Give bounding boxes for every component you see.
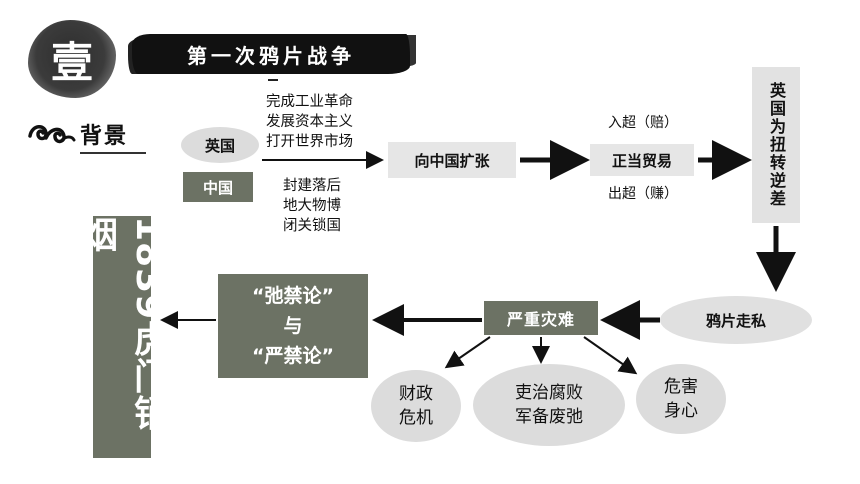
chapter-number: 壹 bbox=[50, 37, 93, 87]
britain-conditions: 完成工业革命 发展资本主义 打开世界市场 bbox=[266, 92, 353, 152]
harm-line: 身心 bbox=[664, 401, 698, 421]
node-corruption: 吏治腐败 军备废弛 bbox=[473, 364, 625, 446]
debate-line: “弛禁论” bbox=[252, 285, 334, 307]
britain-line: 完成工业革命 bbox=[266, 94, 353, 110]
reverse-deficit-text: 英国为扭转逆差 bbox=[767, 82, 786, 208]
section-underline bbox=[80, 152, 146, 154]
corruption-line: 军备废弛 bbox=[515, 407, 583, 427]
finance-line: 危机 bbox=[399, 408, 433, 428]
humen-text: 1839虎门销烟 bbox=[76, 216, 169, 432]
title-mark bbox=[268, 79, 278, 81]
china-line: 地大物博 bbox=[283, 198, 341, 214]
node-opium-smuggling: 鸦片走私 bbox=[660, 296, 812, 344]
title-banner bbox=[132, 34, 410, 74]
britain-line: 打开世界市场 bbox=[266, 134, 353, 150]
node-health-harm: 危害 身心 bbox=[636, 364, 726, 434]
harm-line: 危害 bbox=[664, 377, 698, 397]
node-britain: 英国 bbox=[181, 127, 259, 163]
chapter-badge bbox=[28, 20, 116, 98]
node-expand-to-china: 向中国扩张 bbox=[388, 142, 516, 178]
finance-line: 财政 bbox=[399, 384, 433, 404]
section-label: 背景 bbox=[80, 123, 129, 149]
node-reverse-deficit: 英国为扭转逆差 bbox=[752, 67, 800, 223]
node-financial-crisis: 财政 危机 bbox=[371, 370, 461, 442]
arrow-to-harm bbox=[583, 336, 638, 375]
china-line: 闭关锁国 bbox=[283, 218, 341, 234]
node-humen-opium-destruction: 1839虎门销烟 bbox=[76, 216, 169, 458]
debate-line: 与 bbox=[283, 315, 303, 337]
node-china: 中国 bbox=[183, 172, 253, 202]
trade-import-label: 入超（赔） bbox=[608, 115, 678, 131]
trade-export-label: 出超（赚） bbox=[608, 186, 678, 202]
corruption-line: 吏治腐败 bbox=[515, 383, 583, 403]
page-title: 第一次鸦片战争 bbox=[187, 43, 355, 68]
arrow-to-finance bbox=[444, 336, 491, 369]
node-debate: “弛禁论” 与 “严禁论” bbox=[218, 274, 368, 378]
britain-line: 发展资本主义 bbox=[266, 114, 353, 130]
debate-line: “严禁论” bbox=[252, 345, 334, 367]
node-legit-trade: 正当贸易 bbox=[590, 144, 694, 176]
china-conditions: 封建落后 地大物博 闭关锁国 bbox=[283, 176, 341, 236]
node-severe-disaster: 严重灾难 bbox=[484, 301, 598, 335]
swirl-cloud-icon bbox=[28, 125, 76, 144]
china-line: 封建落后 bbox=[283, 178, 341, 194]
